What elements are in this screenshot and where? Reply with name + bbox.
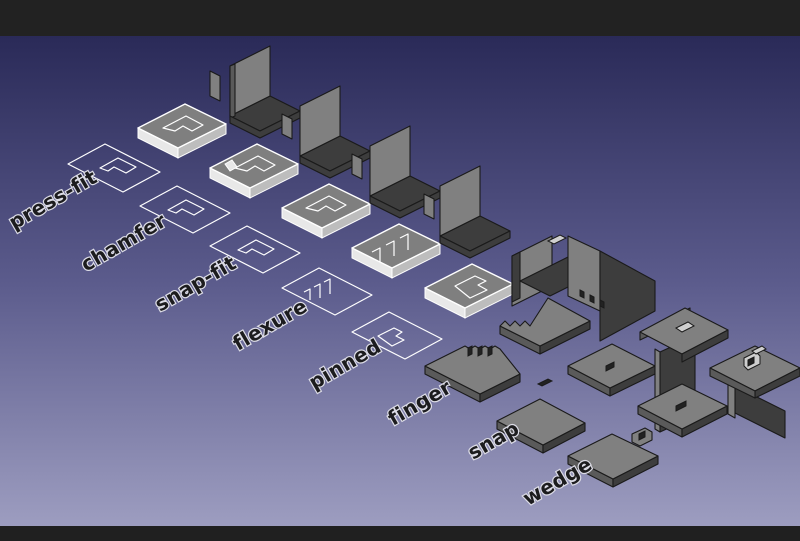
flexure-outline[interactable] xyxy=(281,267,373,316)
title-bar xyxy=(0,0,800,36)
flexure-assembly[interactable] xyxy=(423,165,511,259)
wedge-plate[interactable] xyxy=(567,427,659,488)
flexure-extruded[interactable] xyxy=(351,223,441,279)
wedge-assembly[interactable] xyxy=(709,345,800,439)
snap-fit-extruded[interactable] xyxy=(281,183,371,239)
pinned-extruded[interactable] xyxy=(424,263,514,319)
finger-plate[interactable] xyxy=(424,345,521,403)
snap-fit-outline[interactable] xyxy=(209,225,301,274)
status-bar xyxy=(0,526,800,541)
chamfer-extruded[interactable] xyxy=(209,143,299,199)
3d-viewport[interactable]: press-fit chamfer snap-fit flexure pinne… xyxy=(0,36,800,526)
press-fit-extruded[interactable] xyxy=(137,103,227,159)
chamfer-outline[interactable] xyxy=(139,185,231,234)
chamfer-assembly[interactable] xyxy=(281,85,371,179)
wedge-mate-plate[interactable] xyxy=(637,383,728,438)
snap-mate-plate[interactable] xyxy=(567,343,656,397)
snap-plate[interactable] xyxy=(496,378,586,454)
pinned-assembly[interactable] xyxy=(511,234,656,342)
press-fit-outline[interactable] xyxy=(67,143,161,193)
joint-scene[interactable]: press-fit chamfer snap-fit flexure pinne… xyxy=(0,36,800,526)
pinned-outline[interactable] xyxy=(351,311,443,360)
viewport-background xyxy=(0,36,800,526)
finger-mate-plate[interactable] xyxy=(499,297,591,355)
press-fit-assembly[interactable] xyxy=(209,45,301,139)
